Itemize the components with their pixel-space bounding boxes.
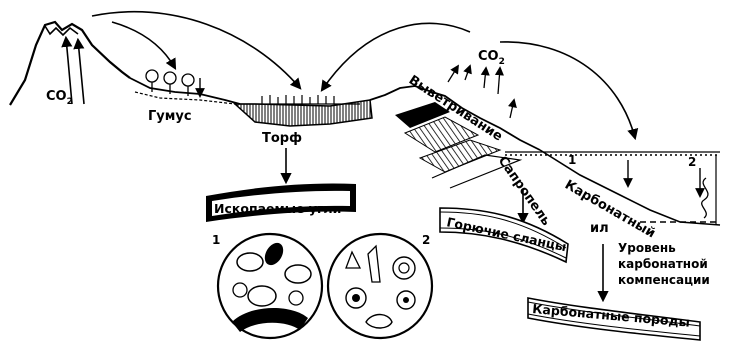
fossil-coal-label: Ископаемые угли bbox=[214, 201, 341, 216]
microfossils-circle: 2 bbox=[328, 233, 432, 338]
reeds-icon bbox=[262, 95, 334, 104]
co2-volcano-label: CO2 bbox=[46, 89, 73, 107]
peat-label: Торф bbox=[262, 131, 302, 146]
circle-2-label: 2 bbox=[422, 233, 430, 247]
circle-1-label: 1 bbox=[212, 233, 220, 247]
humus-label: Гумус bbox=[148, 109, 192, 124]
peat-bog: Торф bbox=[235, 95, 372, 182]
svg-text:карбонатной: карбонатной bbox=[618, 257, 708, 271]
sea-level-1-label: 1 bbox=[568, 153, 576, 167]
land-surface: Гумус bbox=[130, 70, 240, 124]
arrow-co2-to-land bbox=[322, 23, 470, 90]
sea-level-2-label: 2 bbox=[688, 155, 696, 169]
co2-top-label: CO2 bbox=[478, 49, 505, 67]
carbonate-silt-label-1: Карбонатный bbox=[562, 177, 658, 241]
svg-text:компенсации: компенсации bbox=[618, 273, 710, 287]
arrow-volcano-to-peat bbox=[92, 12, 300, 88]
svg-text:Уровень: Уровень bbox=[618, 241, 676, 255]
compensation-level-label: Уровень карбонатной компенсации bbox=[618, 241, 710, 287]
fossil-coal-band: Ископаемые угли bbox=[206, 184, 356, 223]
carbonate-silt-label-2: ил bbox=[590, 221, 609, 236]
plant-fossils-circle: 1 bbox=[212, 233, 322, 338]
arrow-to-trees bbox=[112, 22, 175, 68]
carbonate-rocks-band: Карбонатные породы bbox=[528, 298, 700, 340]
arrow-co2-to-sea bbox=[500, 42, 635, 138]
volcano: CO2 bbox=[10, 22, 130, 107]
